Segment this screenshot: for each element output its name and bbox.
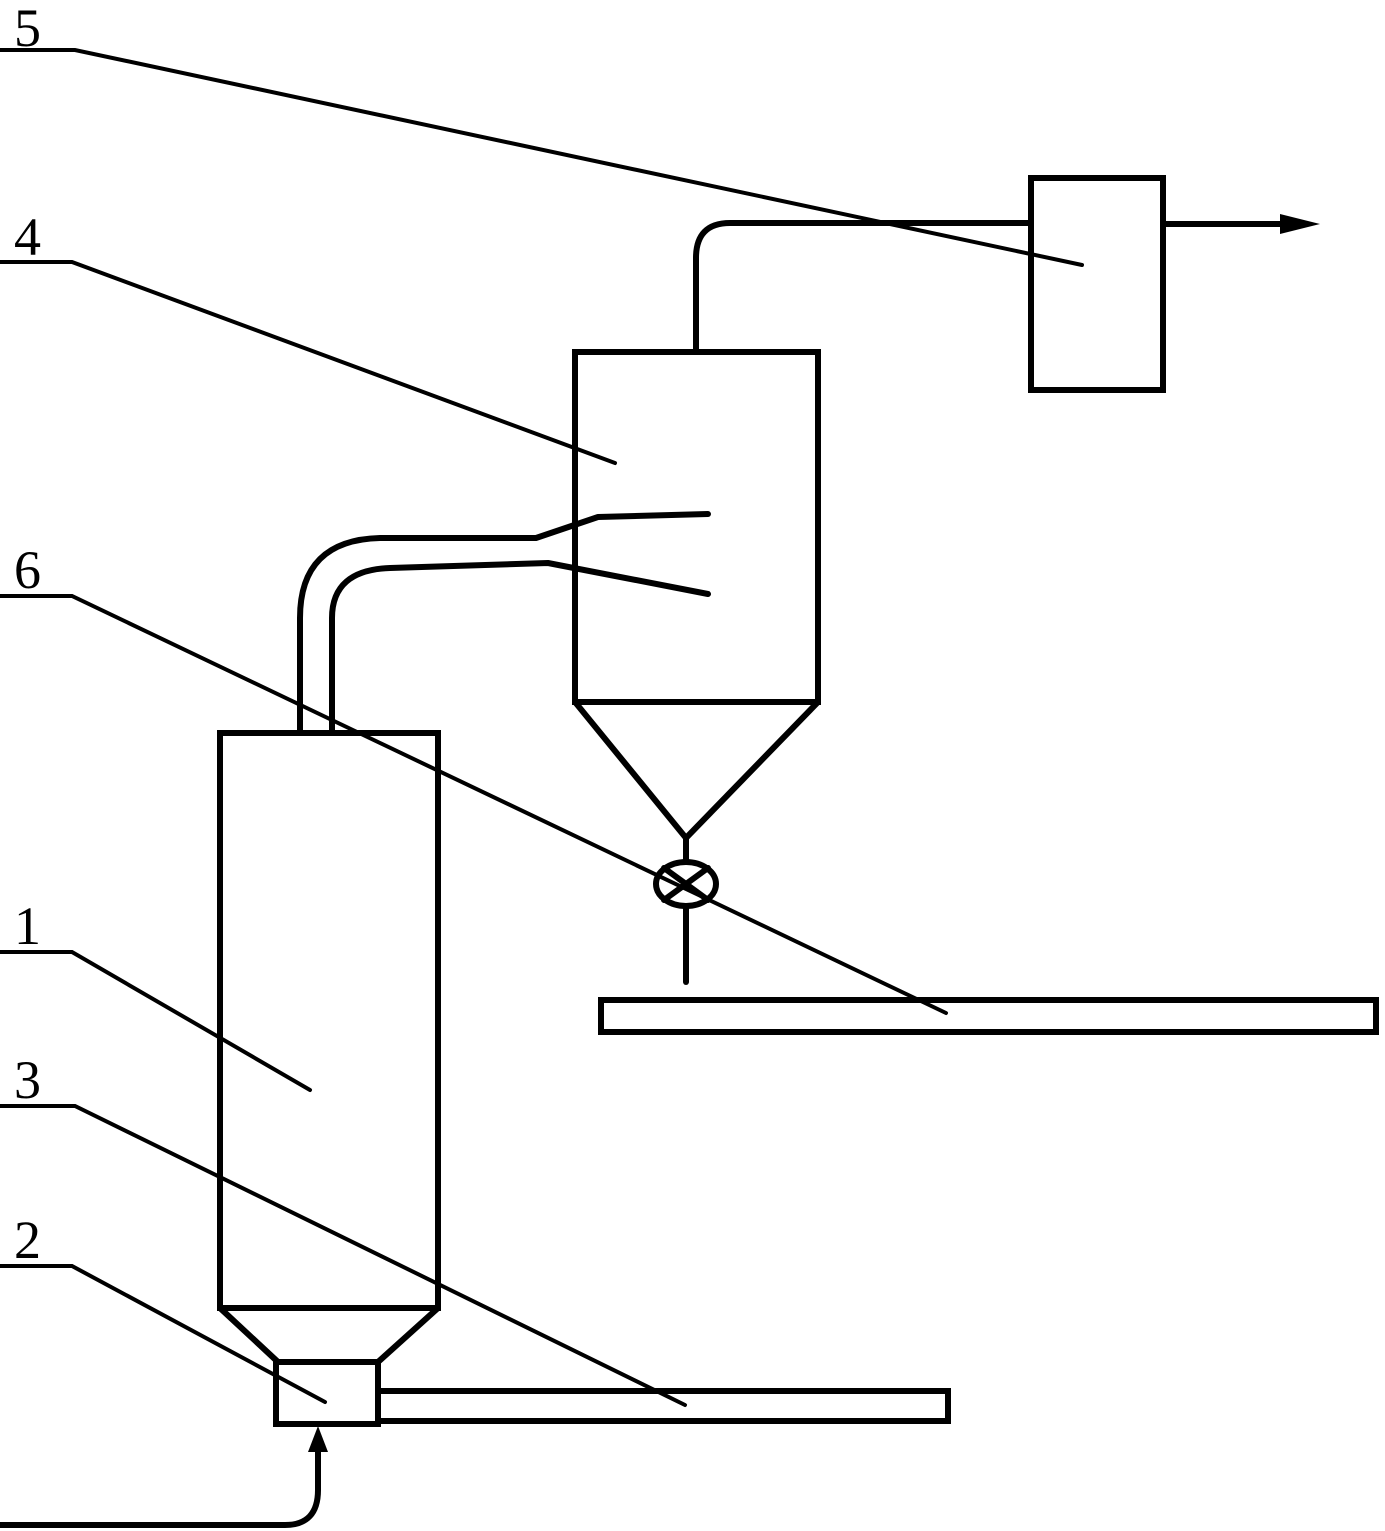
label-2: 2 (14, 1210, 41, 1270)
leader-4 (0, 260, 617, 465)
inlet-arrow (0, 1426, 328, 1528)
leader-1 (0, 950, 312, 1092)
gas-outlet-pipe (693, 220, 1034, 355)
filter-box-5 (1028, 175, 1166, 393)
leader-6 (0, 594, 948, 1015)
conveyor-3 (375, 1388, 951, 1424)
transfer-duct (297, 511, 711, 736)
cyclone-4 (572, 349, 821, 865)
label-1: 1 (14, 896, 41, 956)
exhaust-arrow (1160, 214, 1320, 234)
leader-lines (0, 48, 1084, 1407)
leader-2 (0, 1264, 327, 1404)
leader-3 (0, 1104, 687, 1407)
label-3: 3 (14, 1050, 41, 1110)
leader-5 (0, 48, 1084, 267)
label-6: 6 (14, 540, 41, 600)
label-5: 5 (14, 0, 41, 58)
feeder-box-2 (273, 1359, 381, 1427)
conveyor-6 (598, 997, 1379, 1035)
label-4: 4 (14, 207, 41, 267)
